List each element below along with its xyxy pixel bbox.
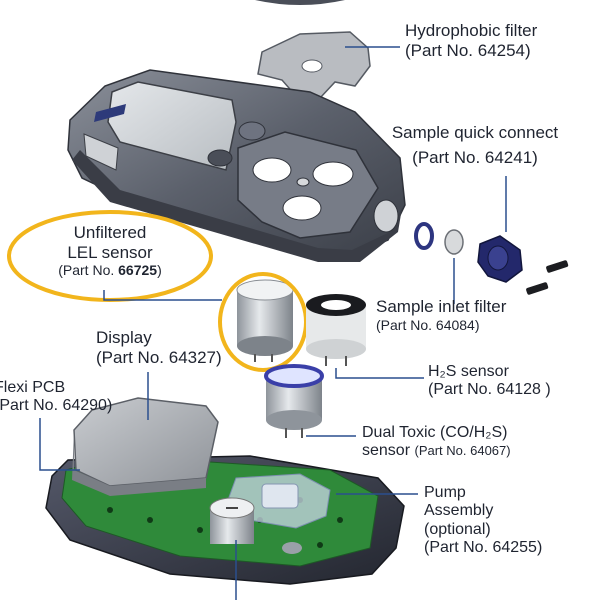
label-part: (Part No. 64067) — [414, 443, 511, 459]
label-part: (Part No. 64254) — [405, 40, 531, 60]
display-module-part — [72, 397, 219, 496]
label-part-number: 66725 — [118, 262, 158, 279]
lel-sensor-part — [236, 279, 294, 362]
label-lel-sensor: Unfiltered LEL sensor (Part No. 66725) — [40, 223, 180, 278]
leader-h2s — [335, 368, 424, 379]
dual-toxic-sensor-part — [264, 364, 324, 438]
o-ring-part — [414, 222, 434, 250]
label-part: (Part No. 64290) — [0, 397, 113, 415]
upper-housing-part — [67, 69, 406, 262]
top-fragment — [255, 0, 345, 5]
hydrophobic-filter-part — [257, 31, 371, 99]
label-line1: Unfiltered — [73, 223, 147, 242]
label-sub: sensor — [362, 442, 411, 460]
label-line1: Pump — [424, 484, 466, 501]
label-quick-connect: Sample quick connect (Part No. 64241) — [375, 123, 575, 167]
label-dual-toxic-sensor: Dual Toxic (CO/H₂S) sensor (Part No. 640… — [362, 424, 511, 461]
h2s-sensor-part — [306, 294, 366, 366]
label-text: Sample inlet filter — [376, 297, 507, 316]
label-part: (Part No. 64255) — [424, 539, 543, 557]
leader-lel — [103, 290, 222, 301]
label-text: Hydrophobic filter — [405, 21, 538, 40]
label-text: Dual Toxic (CO/H₂S) — [362, 424, 508, 441]
label-part: (Part No. 64327) — [96, 347, 222, 367]
label-text: Flexi PCB — [0, 379, 66, 396]
label-display: Display (Part No. 64327) — [96, 328, 222, 367]
label-text: H₂S sensor — [428, 363, 509, 380]
leader-flexi — [39, 418, 80, 471]
label-line3: (optional) — [424, 520, 491, 538]
inlet-filter-part — [444, 229, 464, 255]
label-sample-inlet-filter: Sample inlet filter (Part No. 64084) — [376, 297, 506, 333]
quick-connect-part — [477, 235, 523, 283]
label-part: (Part No. 64128 ) — [428, 381, 551, 399]
label-part: (Part No. 64241) — [412, 147, 538, 167]
label-text: Sample quick connect — [391, 123, 559, 142]
label-pump-assembly: Pump Assembly (optional) (Part No. 64255… — [424, 484, 542, 558]
label-text: Display — [96, 328, 152, 347]
screws-part — [526, 260, 569, 295]
label-part: (Part No. 66725) — [40, 262, 180, 278]
label-part: (Part No. 64084) — [376, 316, 480, 333]
label-hydrophobic-filter: Hydrophobic filter (Part No. 64254) — [405, 21, 537, 60]
label-line2: LEL sensor — [67, 242, 153, 262]
label-part-suffix: ) — [157, 262, 162, 279]
label-part-prefix: (Part No. — [58, 262, 119, 279]
label-h2s-sensor: H₂S sensor (Part No. 64128 ) — [428, 363, 551, 400]
label-flexi-pcb: Flexi PCB (Part No. 64290) — [0, 379, 112, 416]
label-line2: Assembly — [424, 502, 494, 520]
label-sub-line: sensor (Part No. 64067) — [362, 442, 511, 460]
